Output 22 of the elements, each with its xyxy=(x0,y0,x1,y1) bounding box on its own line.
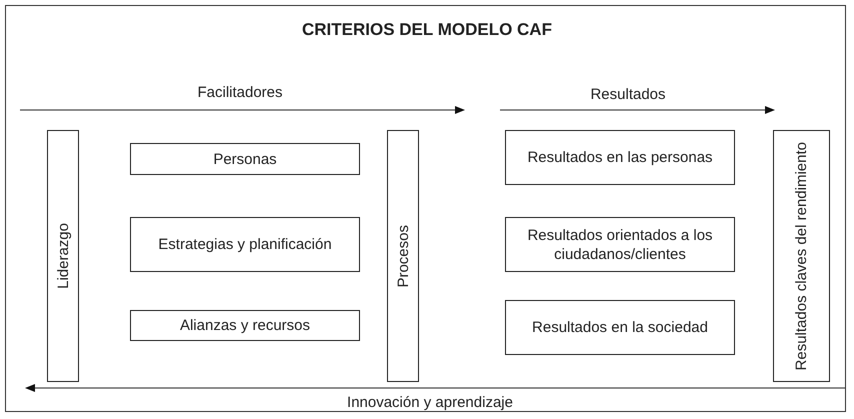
criterion-label: Resultados orientados a los ciudadanos/clientes xyxy=(526,226,714,264)
criterion-label: Estrategias y planificación xyxy=(157,235,333,254)
criterion-box xyxy=(505,300,735,355)
criterion-label: Personas xyxy=(212,150,278,168)
arrow-label: Facilitadores xyxy=(197,84,283,101)
criterion-box xyxy=(773,130,830,382)
criterion-label: Resultados en las personas xyxy=(526,148,714,167)
criterion-box xyxy=(130,310,360,341)
criterion-label: Procesos xyxy=(394,224,412,288)
criterion-label: Resultados en la sociedad xyxy=(531,318,709,337)
criterion-label: Alianzas y recursos xyxy=(178,316,312,335)
criterion-label: Resultados claves del rendimiento xyxy=(792,142,811,370)
diagram-title: CRITERIOS DEL MODELO CAF xyxy=(301,20,553,40)
criterion-box xyxy=(387,130,419,382)
criterion-box xyxy=(505,217,735,272)
criterion-box xyxy=(47,130,79,382)
criterion-label: Liderazgo xyxy=(54,223,72,289)
criterion-box xyxy=(130,143,360,175)
arrow-label: Innovación y aprendizaje xyxy=(347,394,513,411)
criterion-box xyxy=(505,130,735,185)
criterion-box xyxy=(130,217,360,272)
arrow-label: Resultados xyxy=(590,86,666,103)
